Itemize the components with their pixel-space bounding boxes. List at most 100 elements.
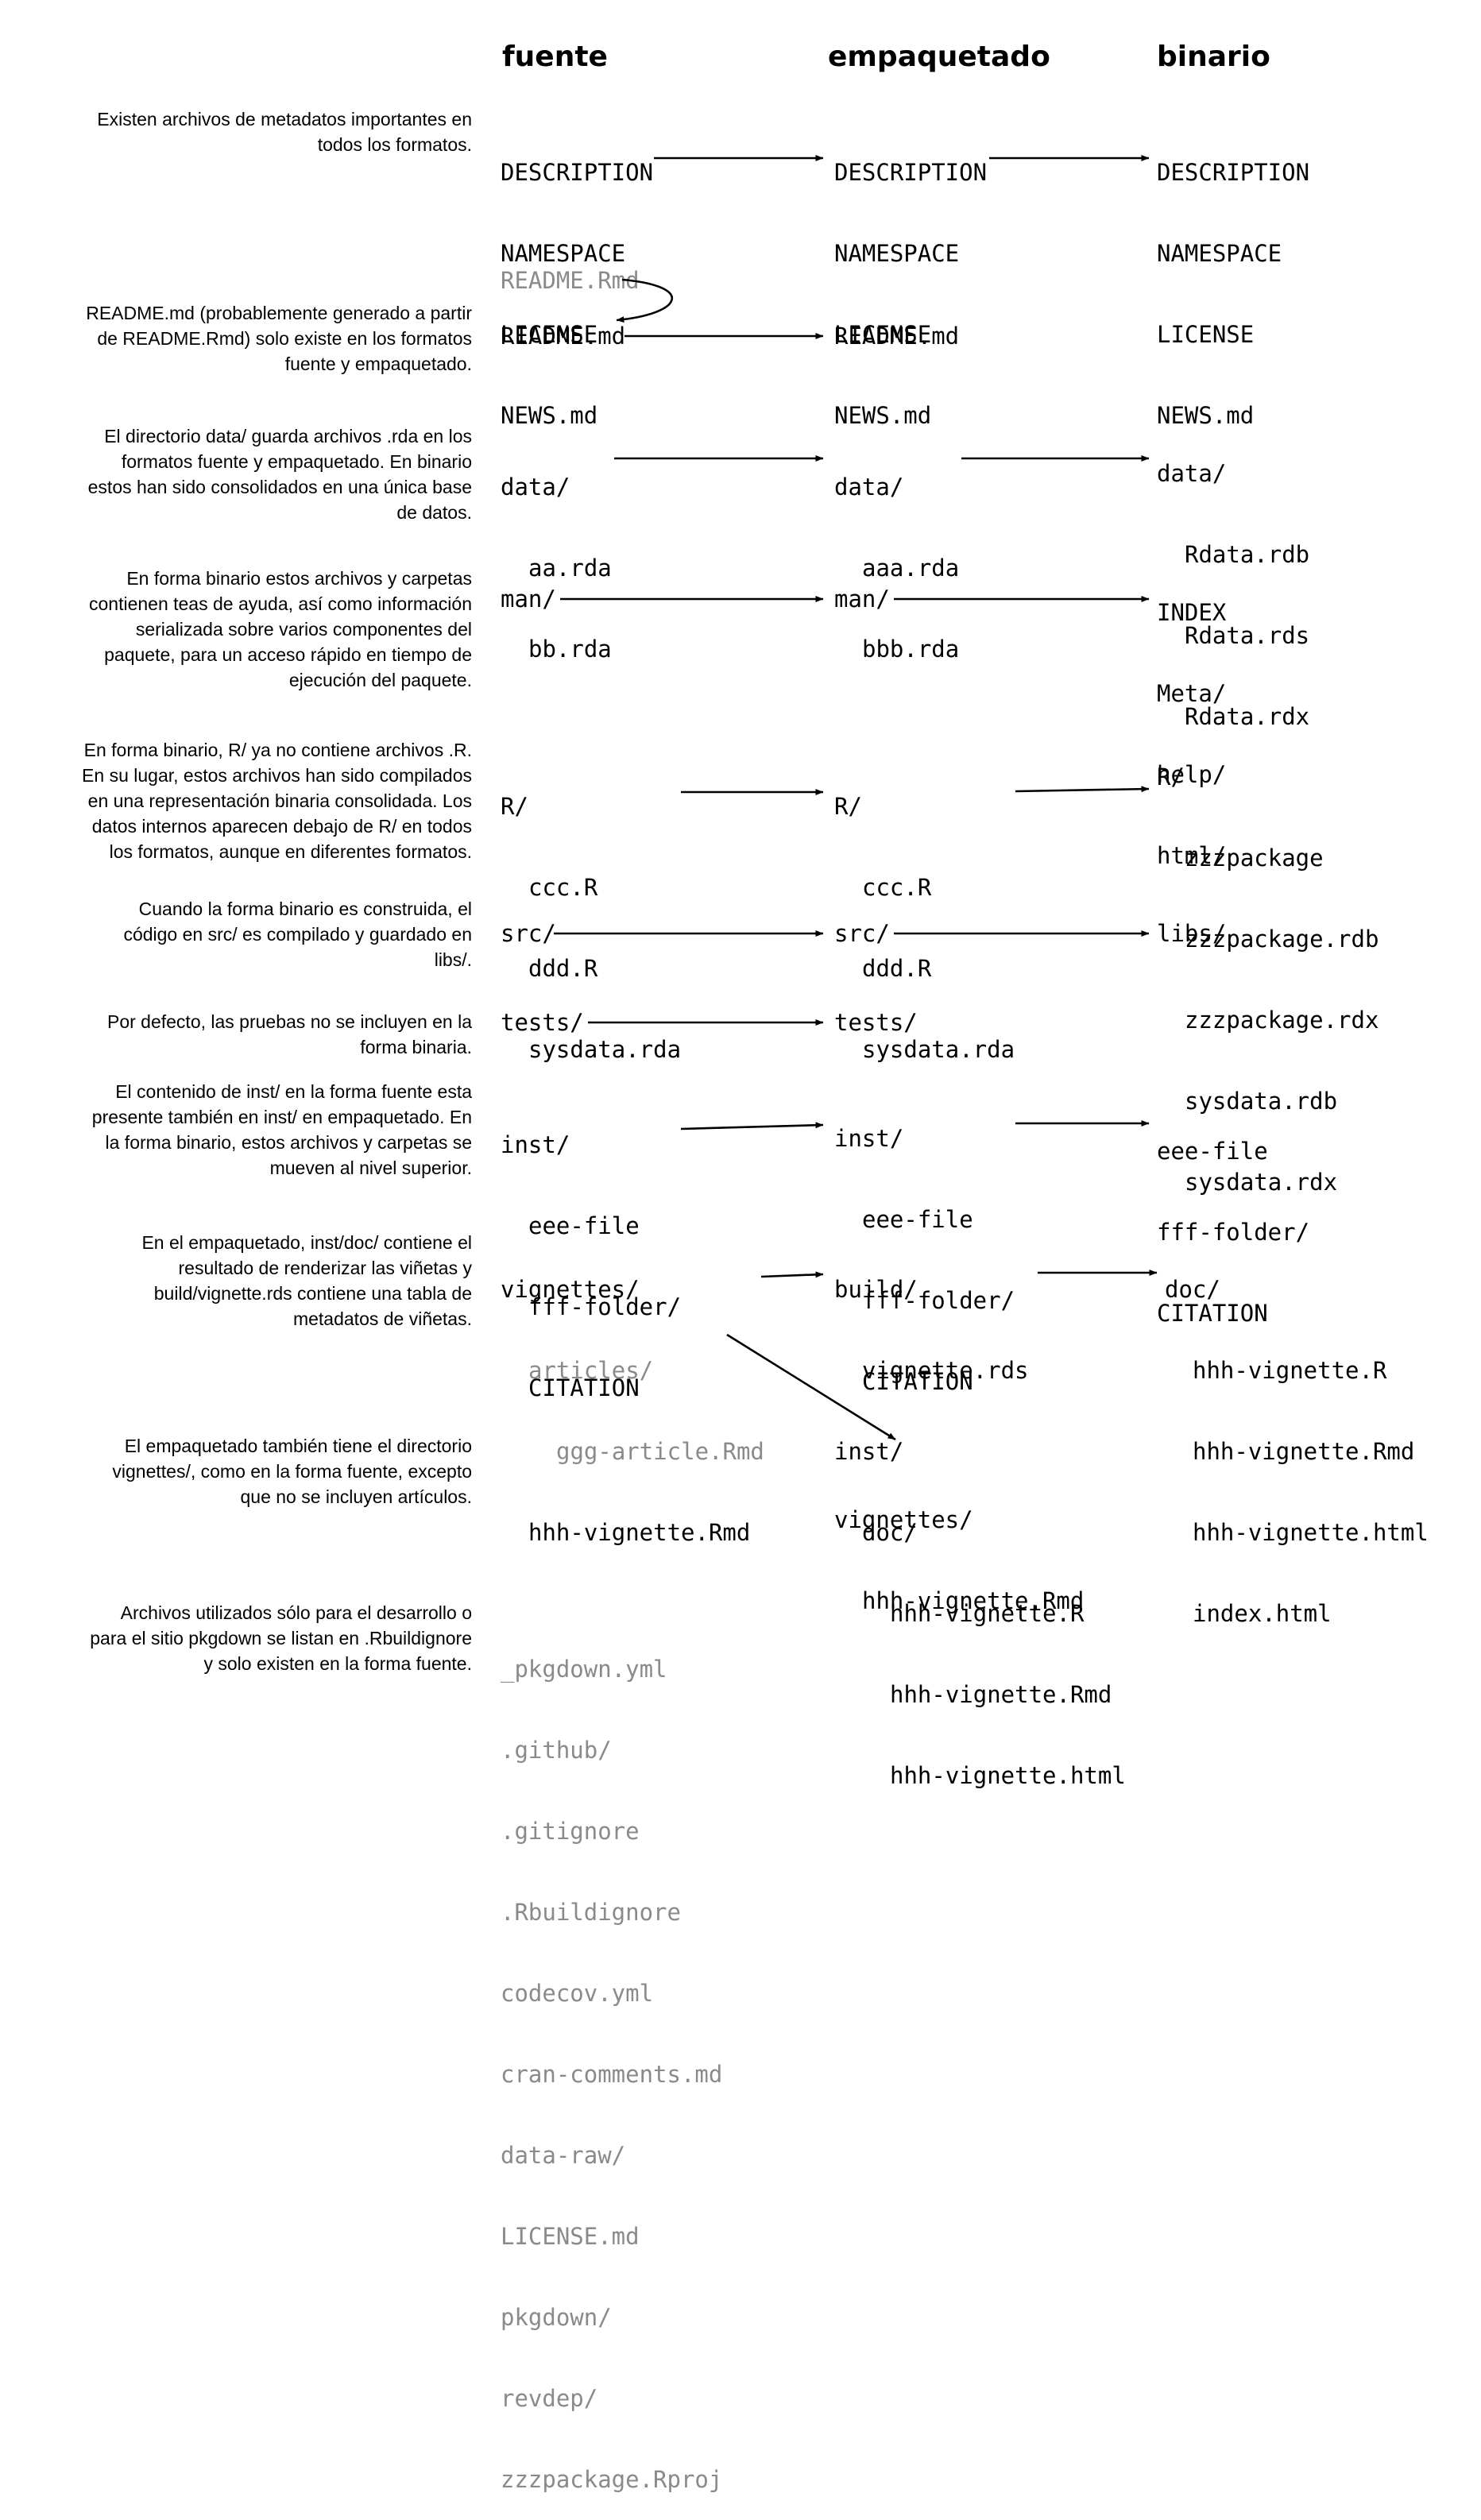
tests-description: Por defecto, las pruebas no se incluyen … xyxy=(106,1011,472,1057)
file-ccc-r: ccc.R xyxy=(528,874,598,901)
dir-name: doc/ xyxy=(1165,1276,1220,1303)
file-eee: eee-file xyxy=(528,1212,640,1239)
file-index-html: index.html xyxy=(1193,1600,1332,1627)
dev-files-description: Archivos utilizados sólo para el desarro… xyxy=(90,1602,472,1674)
dir-revdep: revdep/ xyxy=(501,2385,598,2412)
dir-data-raw: data-raw/ xyxy=(501,2142,626,2169)
bundled-readme-md: README.md xyxy=(834,323,960,350)
binary-inst-contents: eee-file fff-folder/ CITATION xyxy=(1157,1084,1309,1354)
file-license: LICENSE xyxy=(501,321,598,348)
binary-doc-dir: doc/ hhh-vignette.R hhh-vignette.Rmd hhh… xyxy=(1165,1222,1429,1654)
dir-html: html/ xyxy=(1157,842,1227,869)
dir-name: R/ xyxy=(501,793,528,820)
file-description: DESCRIPTION xyxy=(1157,159,1310,186)
file-index: INDEX xyxy=(1157,599,1227,626)
file-ddd-r: ddd.R xyxy=(528,955,598,982)
r-description: En forma binario, R/ ya no contiene arch… xyxy=(82,740,472,862)
dir-inst: inst/ xyxy=(834,1438,904,1465)
file-hhh-vignette-r: hhh-vignette.R xyxy=(890,1600,1085,1627)
bundled-tests-dir: tests/ xyxy=(834,1009,918,1036)
vignettes-description: En el empaquetado, inst/doc/ contiene el… xyxy=(141,1232,472,1329)
file-hhh-vignette-rmd: hhh-vignette.Rmd xyxy=(890,1681,1112,1708)
bundled-build-inst-dirs: build/ vignette.rds inst/ doc/ hhh-vigne… xyxy=(834,1222,1126,1816)
file-news: NEWS.md xyxy=(834,402,932,429)
dir-name: data/ xyxy=(501,473,570,501)
file-ccc-r: ccc.R xyxy=(862,874,932,901)
src-description: Cuando la forma binario es construida, e… xyxy=(123,899,472,970)
dir-fff: fff-folder/ xyxy=(862,1287,1015,1314)
dir-fff: fff-folder/ xyxy=(1157,1219,1310,1246)
dir-pkgdown: pkgdown/ xyxy=(501,2304,612,2331)
source-column-header: fuente xyxy=(502,41,608,73)
file-vignette-rds: vignette.rds xyxy=(862,1357,1029,1384)
binary-libs-dir: libs/ xyxy=(1157,920,1227,947)
file-rdata-rdb: Rdata.rdb xyxy=(1185,541,1310,568)
bundled-vignettes-description: El empaquetado también tiene el director… xyxy=(112,1436,472,1507)
dir-name: vignettes/ xyxy=(834,1506,973,1533)
file-sysdata-rda: sysdata.rda xyxy=(862,1036,1015,1063)
file-news: NEWS.md xyxy=(1157,402,1255,429)
file-hhh-vignette-html: hhh-vignette.html xyxy=(1193,1519,1429,1546)
file-ddd-r: ddd.R xyxy=(862,955,932,982)
bundled-man-dir: man/ xyxy=(834,586,890,613)
file-hhh-vignette-rmd: hhh-vignette.Rmd xyxy=(862,1587,1085,1614)
source-readme-md: README.md xyxy=(501,323,626,350)
dir-name: inst/ xyxy=(834,1125,904,1152)
file-codecov-yml: codecov.yml xyxy=(501,1980,654,2007)
dir-github: .github/ xyxy=(501,1737,612,1764)
file-namespace: NAMESPACE xyxy=(1157,240,1282,267)
man-description: En forma binario estos archivos y carpet… xyxy=(88,568,472,690)
source-tests-dir: tests/ xyxy=(501,1009,584,1036)
dir-name: data/ xyxy=(834,473,904,501)
source-readme-rmd: README.Rmd xyxy=(501,267,640,294)
bundled-inst-dir: inst/ eee-file fff-folder/ CITATION xyxy=(834,1071,1015,1422)
dir-name: vignettes/ xyxy=(501,1276,640,1303)
file-aaa-rda: aaa.rda xyxy=(862,555,960,582)
file-rproj: zzzpackage.Rproj xyxy=(501,2466,723,2493)
source-r-dir: R/ ccc.R ddd.R sysdata.rda xyxy=(501,739,681,1090)
metadata-description: Existen archivos de metadatos importante… xyxy=(97,109,472,155)
file-aa-rda: aa.rda xyxy=(528,555,612,582)
file-hhh-vignette-rmd: hhh-vignette.Rmd xyxy=(1193,1438,1415,1465)
binary-column-header: binario xyxy=(1157,41,1270,73)
source-metadata-files: DESCRIPTION NAMESPACE LICENSE NEWS.md xyxy=(501,105,653,456)
arrow-inst-source-to-bundled xyxy=(680,1122,824,1131)
binary-man-contents: INDEX Meta/ help/ html/ xyxy=(1157,545,1226,896)
dir-help: help/ xyxy=(1157,761,1227,788)
dir-build: build/ xyxy=(834,1276,918,1303)
file-bb-rda: bb.rda xyxy=(528,636,612,663)
data-description: El directorio data/ guarda archivos .rda… xyxy=(87,426,472,523)
file-citation: CITATION xyxy=(528,1374,640,1401)
file-license: LICENSE xyxy=(834,321,932,348)
file-sysdata-rdb: sysdata.rdb xyxy=(1185,1088,1338,1115)
file-hhh-vignette-html: hhh-vignette.html xyxy=(890,1762,1126,1789)
binary-r-dir: R/ zzzpackage zzzpackage.rdb zzzpackage.… xyxy=(1157,709,1379,1223)
file-ggg-article: ggg-article.Rmd xyxy=(556,1438,764,1465)
file-bbb-rda: bbb.rda xyxy=(862,636,960,663)
source-inst-dir: inst/ eee-file fff-folder/ CITATION xyxy=(501,1077,681,1428)
file-rbuildignore: .Rbuildignore xyxy=(501,1899,681,1926)
inst-description: El contenido de inst/ en la forma fuente… xyxy=(91,1081,472,1178)
dir-name: R/ xyxy=(1157,763,1185,790)
file-zzzpackage-rdx: zzzpackage.rdx xyxy=(1185,1007,1379,1034)
file-news: NEWS.md xyxy=(501,402,598,429)
arrow-vignettes-source-to-build xyxy=(760,1271,824,1278)
file-namespace: NAMESPACE xyxy=(501,240,626,267)
file-pkgdown-yml: _pkgdown.yml xyxy=(501,1656,667,1683)
readme-description: README.md (probablemente generado a part… xyxy=(86,303,472,374)
dir-meta: Meta/ xyxy=(1157,680,1227,707)
file-cran-comments: cran-comments.md xyxy=(501,2061,723,2088)
file-rdata-rds: Rdata.rds xyxy=(1185,622,1310,649)
connector-arrows xyxy=(554,155,1158,1441)
dir-fff: fff-folder/ xyxy=(528,1293,682,1320)
arrow-readme-rmd-to-md xyxy=(616,278,674,323)
bundled-data-dir: data/ aaa.rda bbb.rda xyxy=(834,419,959,690)
file-namespace: NAMESPACE xyxy=(834,240,960,267)
source-vignettes-dir: vignettes/ articles/ ggg-article.Rmd hhh… xyxy=(501,1222,764,1573)
dir-name: R/ xyxy=(834,793,862,820)
dir-articles: articles/ xyxy=(528,1357,654,1384)
file-gitignore: .gitignore xyxy=(501,1818,640,1845)
file-hhh-vignette-rmd: hhh-vignette.Rmd xyxy=(528,1519,751,1546)
source-man-dir: man/ xyxy=(501,586,556,613)
file-eee: eee-file xyxy=(862,1206,973,1233)
